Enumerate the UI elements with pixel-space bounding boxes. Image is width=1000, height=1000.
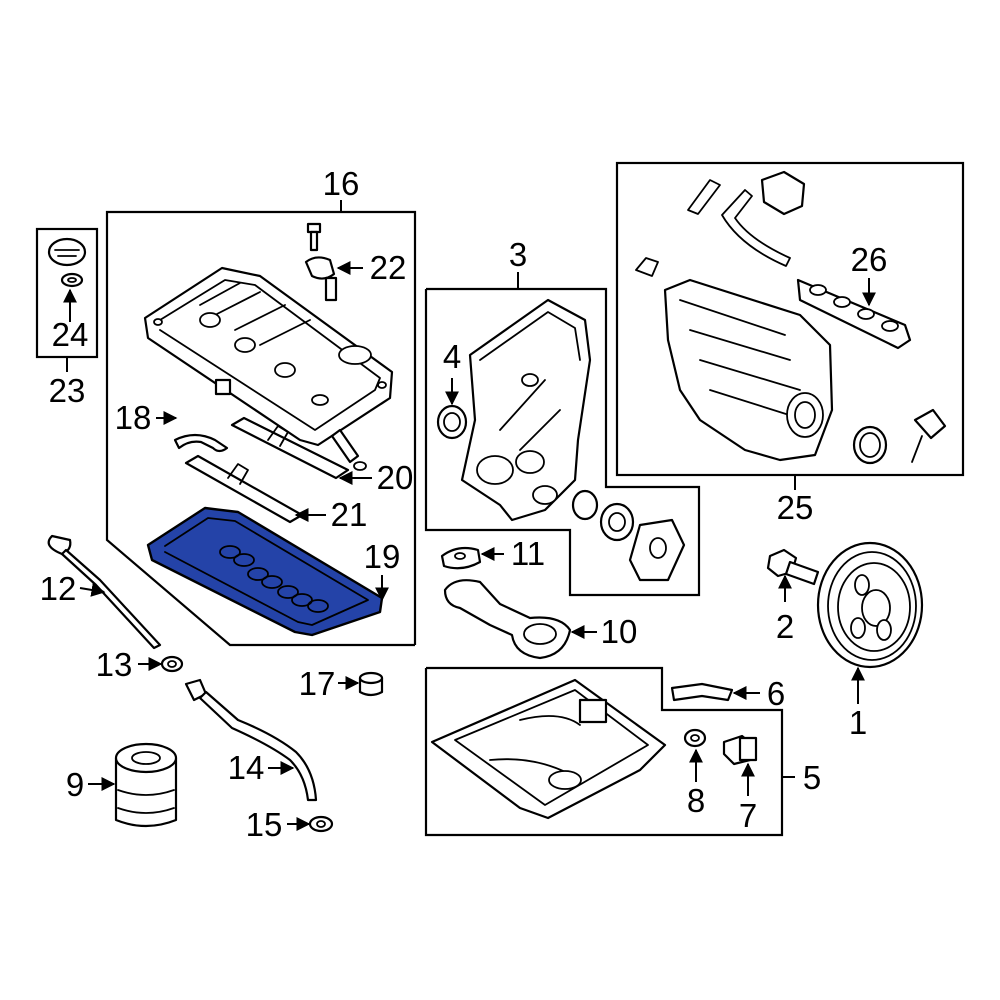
part-14-dipstick-tube[interactable] xyxy=(184,678,318,802)
part-17-plug[interactable] xyxy=(358,671,384,697)
part-15-gasket[interactable] xyxy=(308,815,334,833)
part-4-crank-seal[interactable] xyxy=(436,404,468,440)
callout-13[interactable]: 13 xyxy=(96,646,133,683)
callout-9[interactable]: 9 xyxy=(66,766,84,803)
part-2-crank-bolt[interactable] xyxy=(766,548,820,586)
callout-7[interactable]: 7 xyxy=(739,797,757,834)
callout-4[interactable]: 4 xyxy=(443,338,461,375)
group-box-25 xyxy=(615,161,965,490)
part-1-crank-pulley[interactable] xyxy=(816,541,924,669)
callout-24[interactable]: 24 xyxy=(52,316,89,353)
callout-26[interactable]: 26 xyxy=(851,241,888,278)
callout-19[interactable]: 19 xyxy=(364,538,401,575)
callout-5[interactable]: 5 xyxy=(803,759,821,796)
part-26-intake-gasket[interactable] xyxy=(796,278,912,350)
part-vacuum-hoses[interactable] xyxy=(635,170,806,277)
part-map-sensor[interactable] xyxy=(911,408,947,463)
part-9-oil-filter[interactable] xyxy=(114,742,178,828)
callout-20[interactable]: 20 xyxy=(377,459,414,496)
callout-10[interactable]: 10 xyxy=(601,613,638,650)
part-throttle-seal[interactable] xyxy=(852,425,888,465)
part-22-sensor[interactable] xyxy=(304,222,338,302)
part-6-gasket[interactable] xyxy=(670,682,734,702)
callout-21[interactable]: 21 xyxy=(331,496,368,533)
callout-22[interactable]: 22 xyxy=(370,249,407,286)
callout-14[interactable]: 14 xyxy=(228,749,265,786)
callout-12[interactable]: 12 xyxy=(40,570,77,607)
part-10-oil-pickup[interactable] xyxy=(443,579,572,660)
part-13-o-ring[interactable] xyxy=(160,655,184,673)
callout-2[interactable]: 2 xyxy=(776,608,794,645)
part-7-drain-plug[interactable] xyxy=(722,734,758,766)
group-box-23 xyxy=(35,227,99,372)
callout-18[interactable]: 18 xyxy=(115,399,152,436)
part-8-washer[interactable] xyxy=(683,728,707,748)
part-pcv-valve[interactable] xyxy=(330,428,367,471)
callout-8[interactable]: 8 xyxy=(687,782,705,819)
part-3-timing-cover[interactable] xyxy=(460,298,592,522)
callout-15[interactable]: 15 xyxy=(246,806,283,843)
group-box-16 xyxy=(105,200,417,647)
group-box-5 xyxy=(424,666,795,837)
leader-lines xyxy=(63,261,876,831)
callout-6[interactable]: 6 xyxy=(767,675,785,712)
callout-23[interactable]: 23 xyxy=(49,372,86,409)
callout-labels: 16 22 18 20 21 19 24 23 3 4 11 10 12 13 … xyxy=(40,165,888,843)
callout-17[interactable]: 17 xyxy=(299,665,336,702)
callout-1[interactable]: 1 xyxy=(849,704,867,741)
callout-25[interactable]: 25 xyxy=(777,489,814,526)
part-18-pcv-hose[interactable] xyxy=(173,433,229,453)
part-12-dipstick[interactable] xyxy=(47,534,162,650)
callout-16[interactable]: 16 xyxy=(323,165,360,202)
group-box-3 xyxy=(424,272,701,597)
part-11-pickup-gasket[interactable] xyxy=(440,546,482,570)
part-16-valve-cover[interactable] xyxy=(143,266,394,447)
callout-3[interactable]: 3 xyxy=(509,236,527,273)
part-24-oil-filler-cap[interactable] xyxy=(47,237,87,288)
part-19-valve-cover-gasket[interactable] xyxy=(146,506,384,637)
part-5-oil-pan[interactable] xyxy=(430,678,667,820)
part-25-intake-manifold[interactable] xyxy=(663,278,834,462)
part-oil-pump-rotor[interactable] xyxy=(571,489,686,582)
callout-11[interactable]: 11 xyxy=(511,535,545,572)
part-20-baffle[interactable] xyxy=(230,416,350,480)
